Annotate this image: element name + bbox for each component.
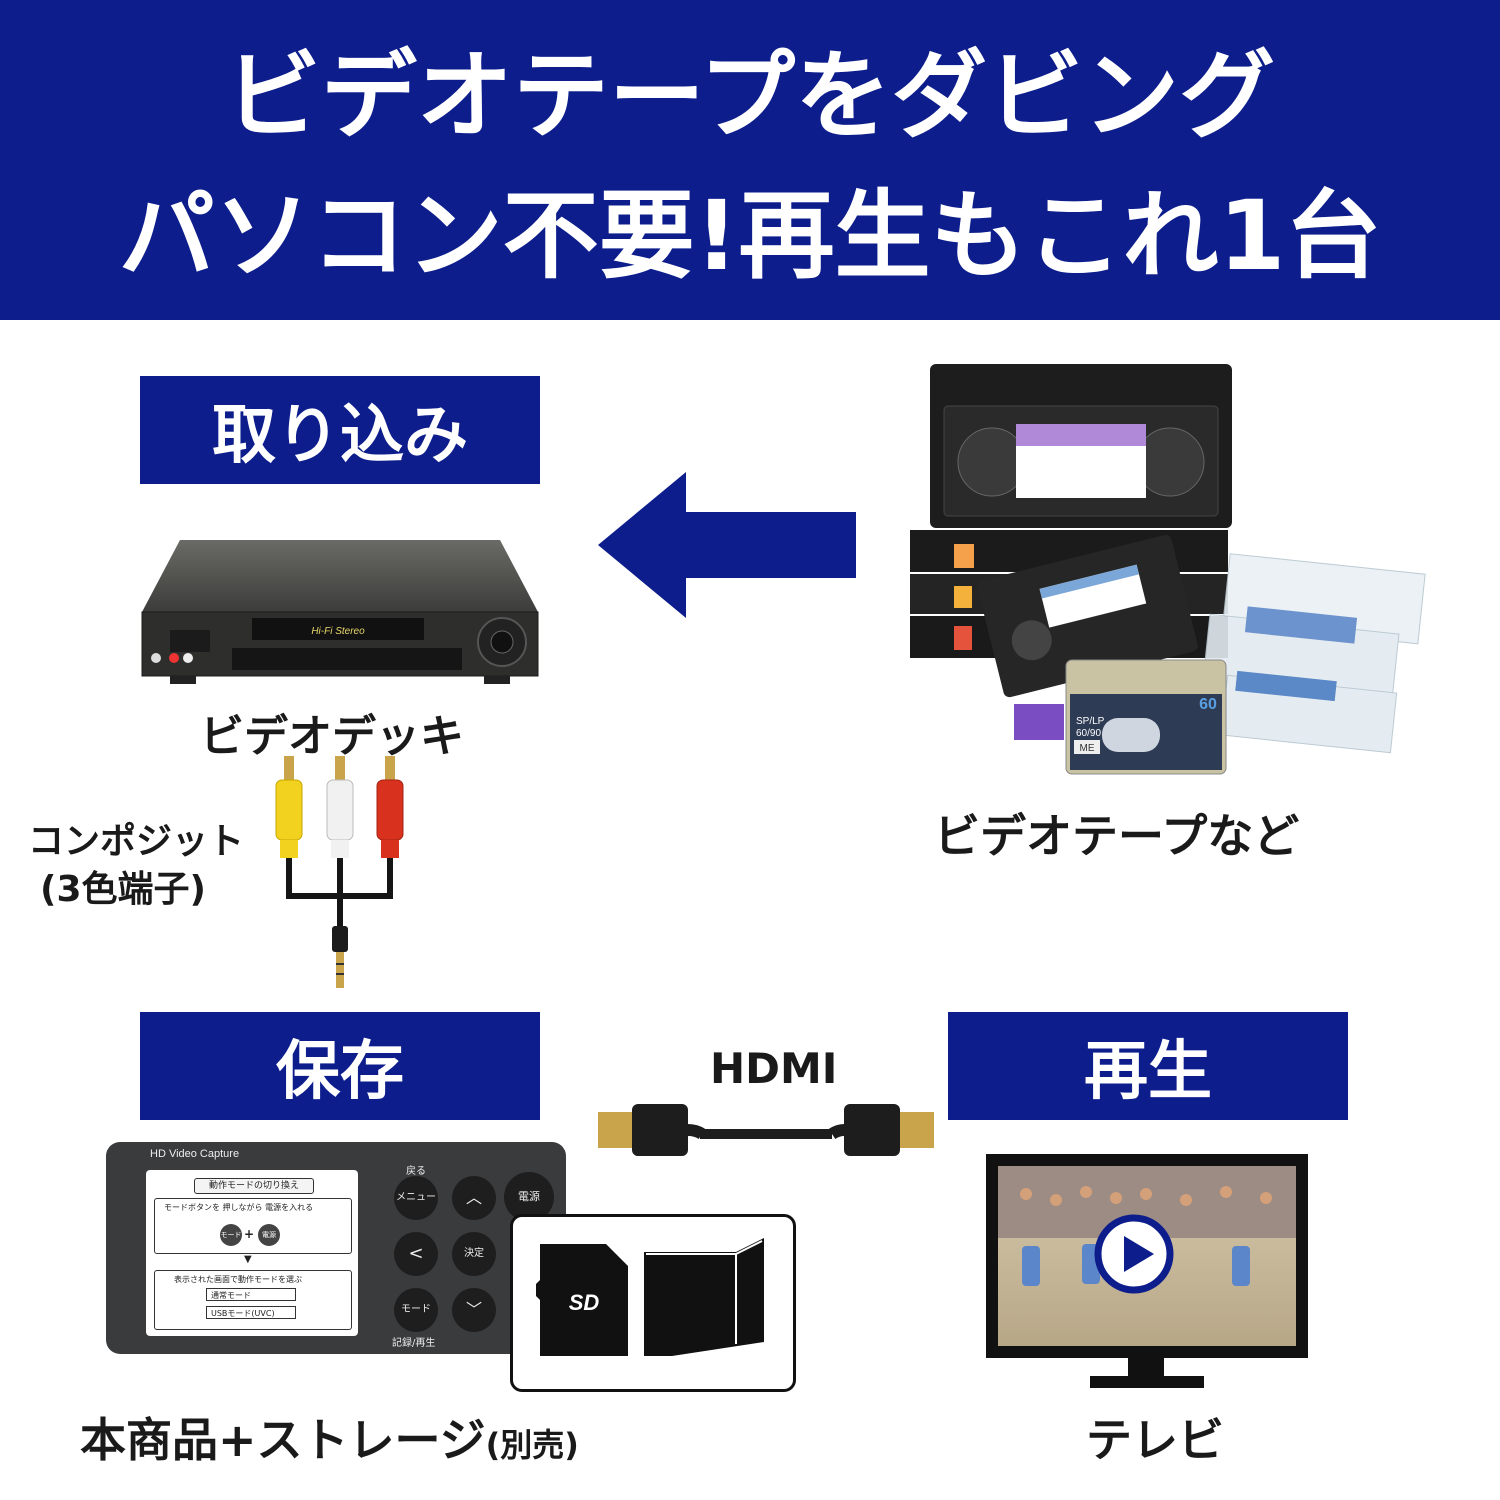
device-up-button[interactable]: ︿ [452,1176,496,1220]
device-left-button[interactable]: < [394,1232,438,1276]
hard-drive-icon [644,1238,764,1356]
capture-label: 取り込み [140,376,540,484]
tv-caption: テレビ [1086,1413,1224,1467]
playback-label: 再生 [948,1012,1348,1120]
screen-key-plus: + [244,1227,255,1241]
device-record-label: 記録/再生 [392,1338,436,1349]
device-down-button[interactable]: ﹀ [452,1288,496,1332]
product-caption-main: 本商品+ストレージ [80,1413,486,1467]
composite-cable-image [275,756,404,988]
screen-key-mode: モード [220,1224,242,1246]
product-caption: 本商品+ストレージ(別売) [80,1404,579,1470]
screen-key-power: 電源 [258,1224,280,1246]
video-tapes-image: 60 SP/LP 60/90 ME [910,364,1426,775]
mini-tape-type: ME [1080,743,1095,754]
screen-instruction: モードボタンを 押しながら 電源を入れる [164,1203,314,1212]
vcr-caption: ビデオデッキ [200,711,464,762]
device-brand: HD Video Capture [150,1148,240,1160]
save-label: 保存 [140,1012,540,1120]
hdmi-cable-image [598,1104,934,1156]
screen-option1: 通常モード [206,1288,296,1301]
header-banner: ビデオテープをダビング パソコン不要!再生もこれ1台 [0,0,1500,320]
screen-step2-box [154,1270,352,1330]
device-back-label: 戻る [406,1166,426,1177]
composite-caption-line2: (3色端子) [40,869,206,910]
product-caption-note: (別売) [485,1426,579,1464]
mini-tape-minutes: 60 [1199,696,1217,713]
headline-line2: パソコン不要!再生もこれ1台 [118,180,1382,292]
screen-select-text: 表示された画面で動作モードを選ぶ [174,1275,302,1284]
screen-step1-box [154,1198,352,1254]
composite-caption-line1: コンポジット [28,821,245,862]
sd-card-icon: SD [536,1244,628,1356]
screen-option2: USBモード(UVC) [206,1306,296,1319]
screen-arrow: ▼ [244,1254,252,1265]
device-power-button[interactable]: 電源 [504,1172,554,1222]
device-screen: 動作モードの切り換え モードボタンを 押しながら 電源を入れる モード + 電源… [146,1170,358,1336]
tv-image [986,1154,1308,1388]
vcr-deck-image: Hi-Fi Stereo [141,540,539,684]
hdmi-caption: HDMI [710,1044,838,1093]
svg-text:SD: SD [569,1290,600,1315]
vcr-window-label: Hi-Fi Stereo [311,626,365,637]
capture-device: HD Video Capture 動作モードの切り換え モードボタンを 押しなが… [106,1142,566,1354]
mini-tape-length: 60/90 [1076,728,1101,739]
left-arrow-icon [598,472,856,618]
device-menu-button[interactable]: メニュー [394,1176,438,1220]
screen-title: 動作モードの切り換え [194,1178,314,1194]
headline-line1: ビデオテープをダビング [224,40,1276,152]
tapes-caption: ビデオテープなど [934,809,1300,863]
device-ok-button[interactable]: 決定 [452,1232,496,1276]
mini-tape-speed: SP/LP [1076,716,1105,727]
device-mode-button[interactable]: モード [394,1288,438,1332]
